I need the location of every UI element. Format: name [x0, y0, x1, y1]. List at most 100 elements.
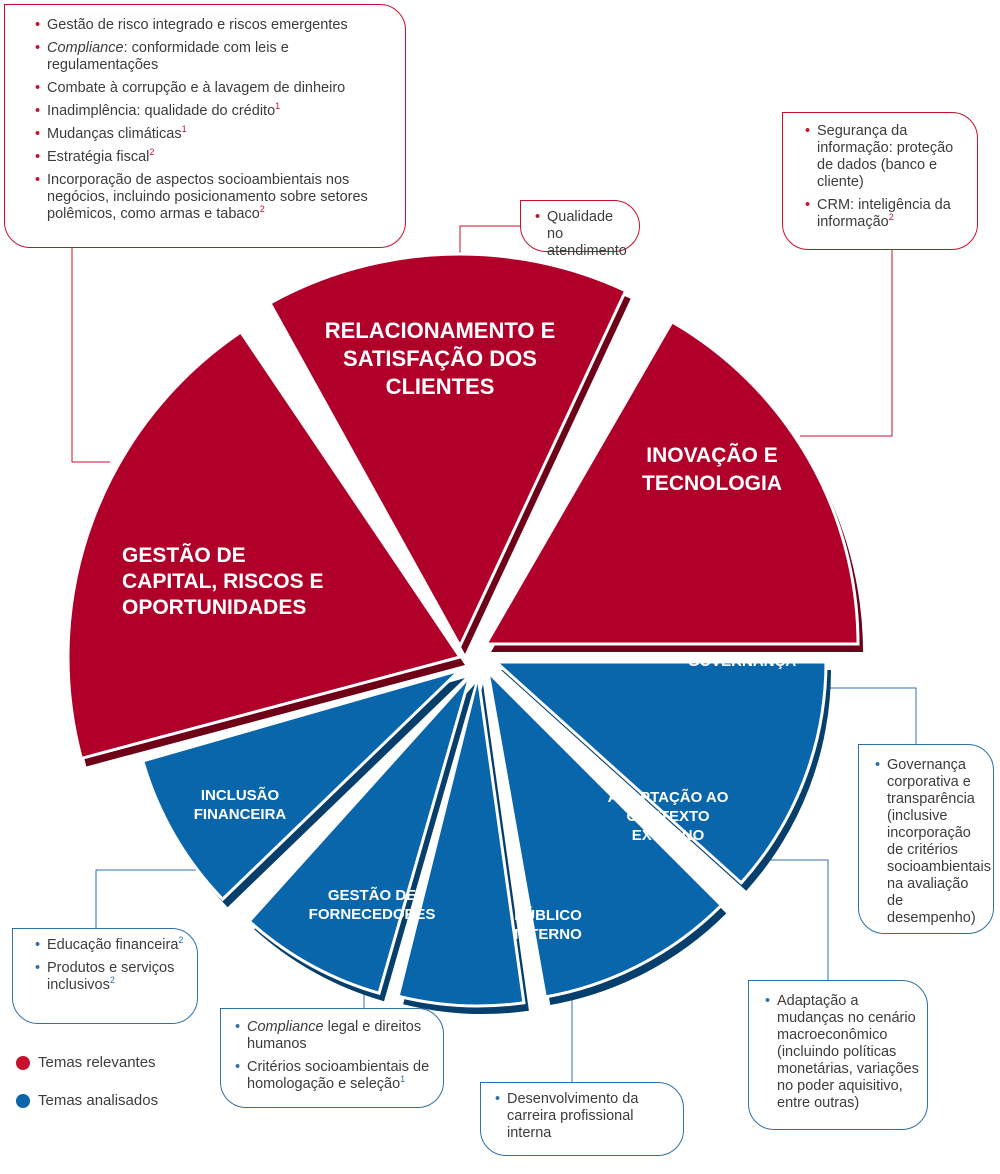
segment-adaptacao: ADAPTAÇÃO AO CONTEXTO EXTERNO: [485, 667, 729, 1005]
list-item: Desenvolvimento da carreira profissional…: [495, 1091, 675, 1142]
segment-label-line: CAPITAL, RISCOS E: [122, 570, 323, 593]
footnote-mark: 1: [275, 101, 281, 112]
item-text: Adaptação a mudanças no cenário macroeco…: [777, 993, 919, 1111]
list-item: Incorporação de aspectos socioambientais…: [35, 172, 393, 223]
item-text: Estratégia fiscal: [47, 149, 150, 165]
list-item: Compliance legal e direitos humanos: [235, 1019, 435, 1053]
item-text: Mudanças climáticas: [47, 126, 182, 142]
box-inclusao: Educação financeira2Produtos e serviços …: [12, 928, 198, 1024]
segment-relacionamento: RELACIONAMENTO E SATISFAÇÃO DOS CLIENTES: [267, 252, 631, 654]
box-relacionamento: Qualidade no atendimento: [520, 200, 640, 259]
segment-inclusao: INCLUSÃO FINANCEIRA: [140, 668, 466, 908]
legend-analisados-label: Temas analisados: [38, 1092, 159, 1109]
segment-label-line: FINANCEIRA: [194, 806, 287, 823]
item-text: : conformidade com leis e regulamentaçõe…: [47, 40, 289, 73]
legend-red-dot: [16, 1055, 30, 1070]
segment-fornecedores: GESTÃO DE FORNECEDORES: [247, 674, 475, 1002]
segment-label-line: INTERNO: [514, 926, 582, 943]
segment-label: GOVERNANÇA: [688, 653, 797, 670]
segment-label: GESTÃO DE CAPITAL, RISCOS E OPORTUNIDADES: [122, 544, 323, 619]
segment-label-line: RELACIONAMENTO E: [325, 318, 556, 343]
segment-label: INCLUSÃO FINANCEIRA: [194, 786, 287, 823]
segment-label-line: SATISFAÇÃO DOS: [343, 346, 537, 371]
item-text: Educação financeira: [47, 937, 179, 953]
list-item: Qualidade no atendimento: [535, 209, 631, 260]
legend-relevantes: Temas relevantes: [16, 1054, 156, 1071]
segment-label-line: FORNECEDORES: [309, 906, 436, 923]
item-text: Incorporação de aspectos socioambientais…: [47, 172, 368, 222]
segment-face: [140, 668, 462, 902]
segment-label: GESTÃO DE FORNECEDORES: [309, 886, 436, 923]
box-governanca: Governança corporativa e transparência (…: [858, 744, 994, 934]
item-text: CRM: inteligência da informação: [817, 197, 951, 230]
connector-line: [800, 250, 893, 437]
footnote-mark: 2: [888, 212, 894, 223]
footnote-mark: 2: [109, 975, 115, 986]
segment-face: [267, 252, 628, 650]
list-item: Governança corporativa e transparência (…: [875, 757, 991, 927]
item-text: Produtos e serviços inclusivos: [47, 960, 175, 993]
list-item: Adaptação a mudanças no cenário macroeco…: [765, 993, 919, 1112]
list-item: Compliance: conformidade com leis e regu…: [35, 40, 393, 74]
item-text: legal e direitos humanos: [247, 1019, 422, 1052]
segment-face: [485, 667, 724, 999]
segment-label-line: GESTÃO DE: [328, 886, 416, 904]
legend-relevantes-label: Temas relevantes: [38, 1054, 156, 1071]
segment-label: PÚBLICO INTERNO: [514, 906, 582, 943]
item-text: Combate à corrupção e à lavagem de dinhe…: [47, 80, 346, 96]
segment-label-line: INCLUSÃO: [201, 786, 280, 804]
segment-face: [247, 674, 472, 996]
list-item: Estratégia fiscal2: [35, 147, 393, 166]
list-item: Segurança da informação: proteção de dad…: [805, 123, 967, 191]
segment-label-line: CONTEXTO: [626, 808, 709, 825]
item-text: Inadimplência: qualidade do crédito: [47, 103, 276, 119]
segment-face: [492, 660, 828, 885]
segment-face: [396, 675, 526, 1008]
segment-label-line: GESTÃO DE: [122, 544, 246, 567]
segment-label-line: EXTERNO: [632, 827, 705, 844]
legend-analisados: Temas analisados: [16, 1092, 158, 1109]
list-item: Produtos e serviços inclusivos2: [35, 960, 189, 994]
connector-line: [95, 869, 206, 928]
connector-line: [750, 859, 829, 980]
segment-governanca: GOVERNANÇA: [492, 653, 831, 891]
segment-label-line: CLIENTES: [386, 374, 495, 399]
footnote-mark: 2: [178, 935, 184, 946]
segment-label: INOVAÇÃO E TECNOLOGIA: [642, 444, 782, 495]
item-text: Gestão de risco integrado e riscos emerg…: [47, 17, 348, 33]
item-text: Governança corporativa e transparência (…: [887, 757, 991, 926]
segment-label-line: ADAPTAÇÃO AO: [608, 788, 729, 806]
segment-inovacao: INOVAÇÃO E TECNOLOGIA: [483, 319, 863, 652]
list-item: Critérios socioambientais de homologação…: [235, 1059, 435, 1093]
footnote-mark: 2: [259, 204, 265, 215]
list-item: Combate à corrupção e à lavagem de dinhe…: [35, 80, 393, 97]
italic-term: Compliance: [47, 40, 124, 56]
pie-segments: RELACIONAMENTO E SATISFAÇÃO DOS CLIENTES IN…: [66, 252, 863, 1014]
connector-line: [71, 248, 110, 463]
footnote-mark: 1: [400, 1074, 406, 1085]
box-publico: Desenvolvimento da carreira profissional…: [480, 1082, 684, 1156]
item-text: Desenvolvimento da carreira profissional…: [507, 1091, 639, 1141]
segment-label-line: INOVAÇÃO E: [646, 444, 777, 467]
italic-term: Compliance: [247, 1019, 324, 1035]
item-text: Qualidade no atendimento: [547, 209, 627, 259]
segment-face: [66, 329, 463, 761]
footnote-mark: 1: [181, 124, 187, 135]
segment-label-line: GOVERNANÇA: [688, 653, 797, 670]
list-item: Gestão de risco integrado e riscos emerg…: [35, 17, 393, 34]
segment-label: ADAPTAÇÃO AO CONTEXTO EXTERNO: [608, 788, 729, 844]
legend-blue-dot: [16, 1093, 30, 1108]
segment-label-line: TECNOLOGIA: [642, 472, 782, 495]
box-fornecedores: Compliance legal e direitos humanosCrité…: [220, 1008, 444, 1108]
list-item: Mudanças climáticas1: [35, 124, 393, 143]
list-item: Educação financeira2: [35, 935, 189, 954]
box-adaptacao: Adaptação a mudanças no cenário macroeco…: [748, 980, 928, 1130]
box-gestao-capital: Gestão de risco integrado e riscos emerg…: [4, 4, 406, 248]
segment-label-line: OPORTUNIDADES: [122, 596, 306, 619]
box-inovacao: Segurança da informação: proteção de dad…: [782, 112, 978, 250]
item-text: Critérios socioambientais de homologação…: [247, 1059, 430, 1092]
footnote-mark: 2: [149, 147, 155, 158]
connector-line: [820, 687, 917, 744]
segment-label-line: PÚBLICO: [514, 906, 582, 924]
